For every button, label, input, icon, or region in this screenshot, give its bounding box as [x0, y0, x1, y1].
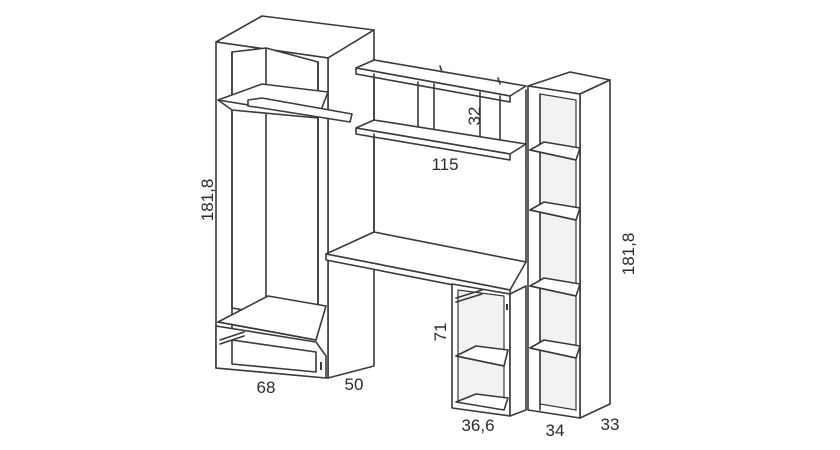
bookcase-width-label: 34 — [546, 421, 565, 440]
wardrobe-width-label: 68 — [257, 378, 276, 397]
wardrobe-height-label: 181,8 — [198, 179, 217, 222]
wardrobe-depth-label: 50 — [345, 375, 364, 394]
hutch — [355, 59, 527, 263]
bookcase-depth-label: 33 — [601, 415, 620, 434]
wardrobe — [215, 15, 375, 379]
desk — [325, 231, 527, 417]
bookcase — [527, 71, 611, 419]
desk-height-label: 71 — [431, 323, 450, 342]
hutch-height-label: 32 — [465, 107, 484, 126]
hutch-width-label: 115 — [431, 155, 458, 174]
desk-leg-width-label: 36,6 — [461, 416, 494, 435]
bookcase-height-label: 181,8 — [619, 233, 638, 276]
